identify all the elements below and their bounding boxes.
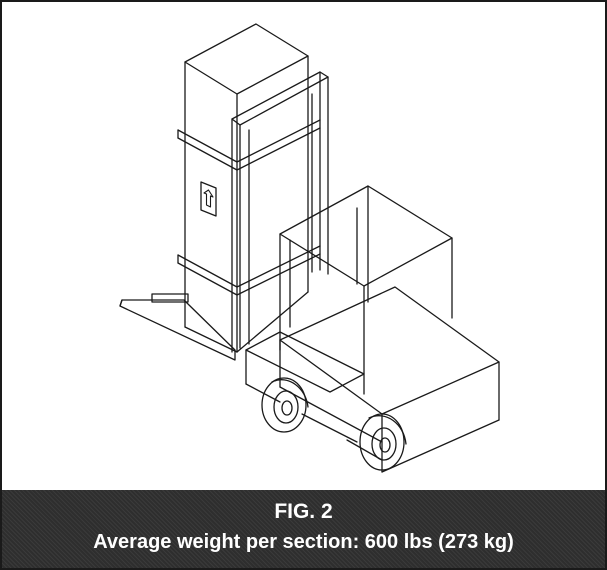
figure-caption-text: Average weight per section: 600 lbs (273… <box>93 531 514 553</box>
forklift-illustration <box>2 2 605 490</box>
forklift-body <box>246 287 499 472</box>
front-wheel <box>360 414 406 470</box>
crated-section <box>178 24 320 352</box>
figure-caption-bar: FIG. 2 Average weight per section: 600 l… <box>2 490 605 568</box>
figure-label: FIG. 2 <box>274 500 333 523</box>
forklift-overhead-guard <box>280 186 452 394</box>
forklift-forks <box>120 294 235 360</box>
up-arrow-icon <box>201 182 216 216</box>
rear-wheel <box>262 378 308 432</box>
